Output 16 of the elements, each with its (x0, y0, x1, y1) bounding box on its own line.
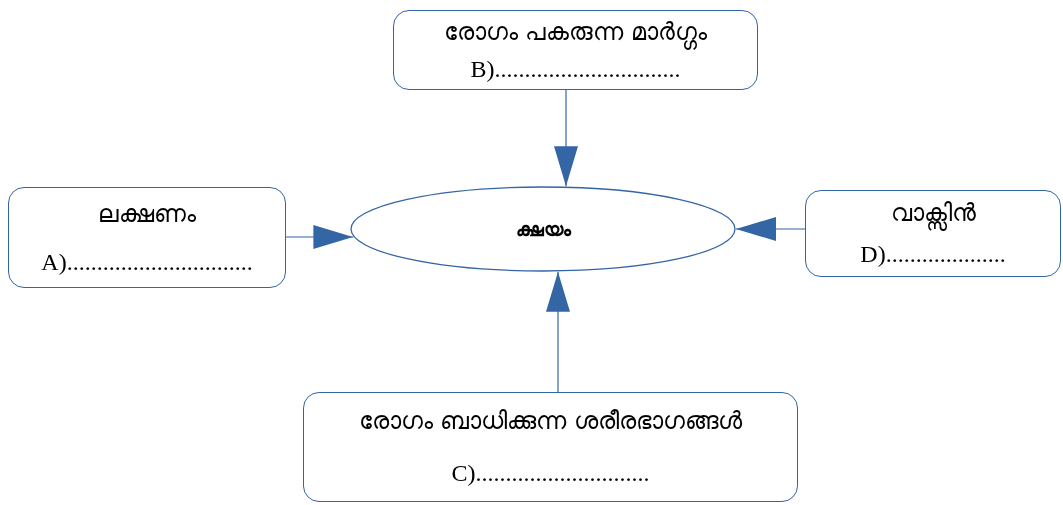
arrow (554, 89, 578, 187)
arrow (285, 225, 354, 249)
box-heading: ലക്ഷണം (98, 199, 196, 229)
fill-in-line: C)............................. (451, 460, 650, 487)
rounded-box (393, 10, 758, 90)
topic-label: ക്ഷയം (515, 217, 571, 241)
arrow (546, 271, 570, 393)
rounded-box (303, 392, 798, 502)
rounded-box (8, 187, 286, 288)
fill-in-line: A)............................... (41, 248, 253, 276)
fill-in-line: D).................... (860, 241, 1006, 268)
box-heading: വാക്സിൻ (890, 199, 976, 229)
box-heading: രോഗം ബാധിക്കുന്ന ശരീരഭാഗങ്ങൾ (358, 407, 743, 436)
arrow (735, 217, 806, 241)
fill-in-line: B)............................... (470, 55, 681, 83)
rounded-box (805, 190, 1061, 277)
